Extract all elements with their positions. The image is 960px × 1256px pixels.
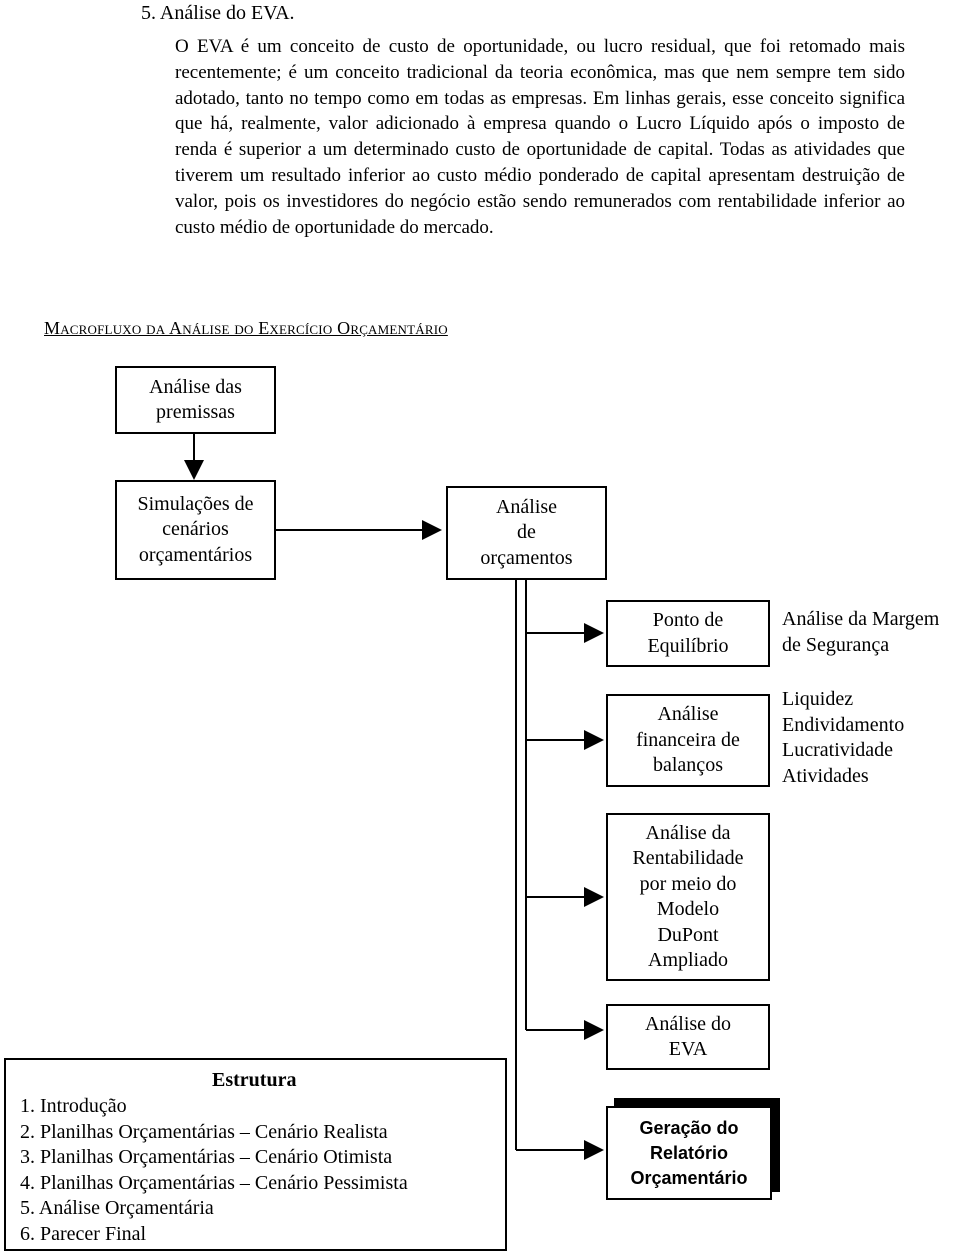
structure-item: 3. Planilhas Orçamentárias – Cenário Oti… xyxy=(20,1146,393,1168)
structure-item: 4. Planilhas Orçamentárias – Cenário Pes… xyxy=(20,1171,408,1194)
structure-item: 1. Introdução xyxy=(20,1095,127,1117)
structure-item: 2. Planilhas Orçamentárias – Cenário Rea… xyxy=(20,1120,388,1143)
box-premissas: Análise das premissas xyxy=(115,366,276,434)
structure-list: 1. Introdução 2. Planilhas Orçamentárias… xyxy=(20,1094,408,1247)
note-margem: Análise da Margem de Segurança xyxy=(782,608,940,656)
box-orcamentos: Análise de orçamentos xyxy=(446,486,607,580)
structure-item: 6. Parecer Final xyxy=(20,1222,147,1245)
structure-item: 5. Análise Orçamentária xyxy=(20,1197,214,1219)
box-eva: Análise do EVA xyxy=(606,1004,770,1070)
box-relatorio: Geração do Relatório Orçamentário xyxy=(606,1106,772,1200)
note-indicadores: Liquidez Endividamento Lucratividade Ati… xyxy=(782,688,905,787)
box-financeira: Análise financeira de balanços xyxy=(606,694,770,787)
structure-box: Estrutura 1. Introdução 2. Planilhas Orç… xyxy=(4,1058,507,1251)
box-equilibrio: Ponto de Equilíbrio xyxy=(606,600,770,667)
box-simulacoes: Simulações de cenários orçamentários xyxy=(115,480,276,580)
eva-paragraph: O EVA é um conceito de custo de oportuni… xyxy=(175,36,905,238)
section-title: 5. Análise do EVA. xyxy=(141,2,295,24)
box-rentabilidade: Análise da Rentabilidade por meio do Mod… xyxy=(606,813,770,981)
structure-title: Estrutura xyxy=(212,1069,297,1091)
diagram-heading: Macrofluxo da Análise do Exercício Orçam… xyxy=(44,318,448,338)
